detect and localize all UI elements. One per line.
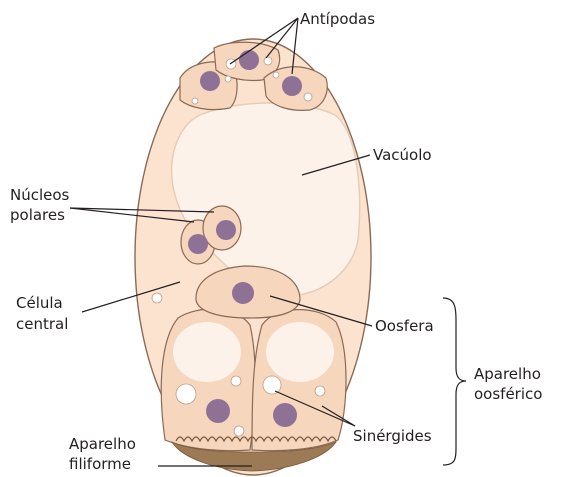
label-antipodas: Antípodas <box>300 10 375 28</box>
label-nucleos-polares-line1: Núcleos <box>10 186 70 204</box>
label-celula-central-line1: Célula <box>16 294 63 312</box>
label-aparelho-filiforme-line2: filiforme <box>69 455 131 473</box>
antipodal-vacuole <box>264 57 272 65</box>
antipodal-nucleus <box>239 50 259 70</box>
antipodal-nucleus <box>200 71 220 91</box>
antipodal-vacuole <box>304 93 312 101</box>
label-sinergides: Sinérgides <box>353 427 432 445</box>
antipodal-vacuole <box>192 98 198 104</box>
label-vacuolo: Vacúolo <box>373 146 432 164</box>
label-aparelho-oosferico-line1: Aparelho <box>474 365 541 383</box>
label-nucleos-polares-line2: polares <box>10 206 65 224</box>
synergid-nucleus <box>206 399 230 423</box>
polar-nucleus <box>188 234 208 254</box>
label-oosfera: Oosfera <box>375 317 434 335</box>
antipodal-vacuole <box>225 76 231 82</box>
label-aparelho-oosferico-line2: oosférico <box>474 385 542 403</box>
antipodal-nucleus <box>282 76 302 96</box>
label-celula-central-line2: central <box>16 315 68 333</box>
egg-nucleus <box>232 282 254 304</box>
polar-nucleus <box>216 220 236 240</box>
antipodal-vacuole <box>273 72 279 78</box>
synergid-nucleus <box>273 403 297 427</box>
aparelho-oosferico-brace <box>443 298 466 465</box>
label-aparelho-filiforme-line1: Aparelho <box>69 435 136 453</box>
